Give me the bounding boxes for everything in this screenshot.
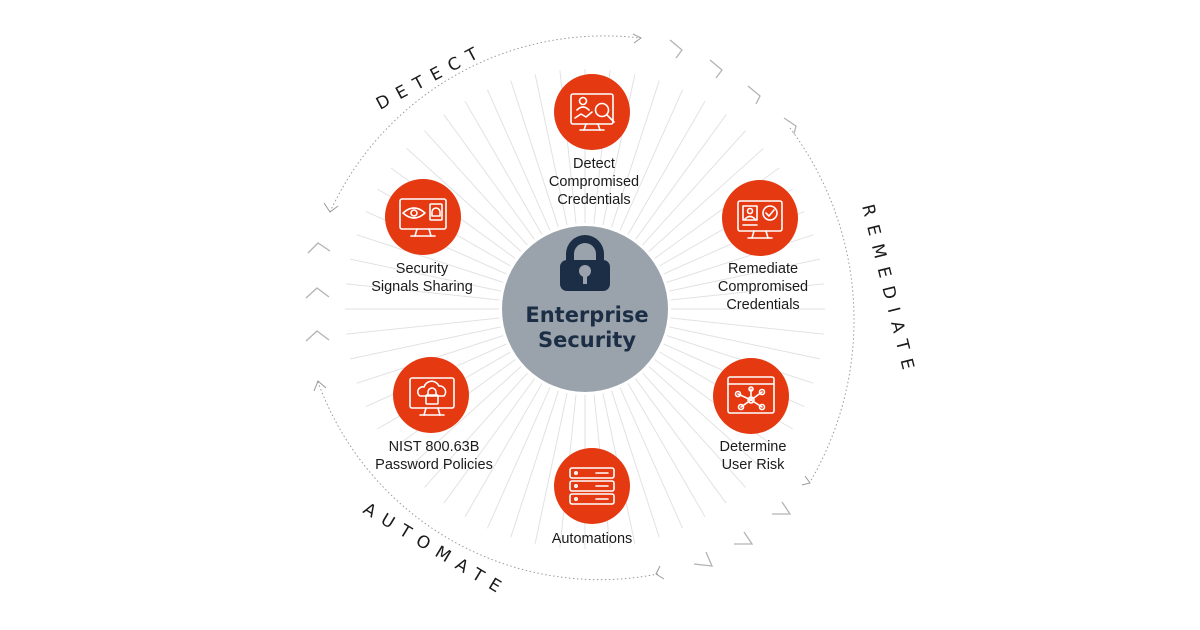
chevron-icon xyxy=(305,330,330,342)
svg-text:Compromised: Compromised xyxy=(718,279,808,295)
radiating-line xyxy=(443,114,535,240)
radiating-line xyxy=(627,383,706,518)
arrowhead-bottom xyxy=(655,565,665,580)
chevron-icon xyxy=(772,501,792,515)
chevron-icon xyxy=(709,59,723,79)
radiating-line xyxy=(486,387,551,529)
node-label: Automations xyxy=(552,531,633,547)
chevron-icon xyxy=(305,287,330,299)
center-title-line2: Security xyxy=(538,328,636,352)
chevron-icon xyxy=(669,39,683,59)
radiating-line xyxy=(648,366,764,470)
radiating-line xyxy=(670,317,824,335)
node-label: Remediate Compromised Credentials xyxy=(718,261,808,313)
cycle-arcs xyxy=(313,33,855,581)
node-label: Detect Compromised Credentials xyxy=(549,156,639,208)
radiating-line xyxy=(356,234,504,283)
svg-text:Credentials: Credentials xyxy=(726,297,799,313)
svg-text:NIST 800.63B: NIST 800.63B xyxy=(389,439,480,455)
radiating-line xyxy=(406,366,522,470)
node-detect-compromised-credentials: Detect Compromised Credentials xyxy=(549,74,639,208)
radiating-line xyxy=(350,258,502,292)
phase-label-automate: AUTOMATE xyxy=(359,499,512,602)
radiating-line xyxy=(642,130,746,246)
phase-label-detect: DETECT xyxy=(373,40,489,115)
monitor-user-search-icon xyxy=(570,93,615,131)
radiating-line xyxy=(619,89,684,231)
radiating-line xyxy=(666,234,814,283)
arc-right xyxy=(789,127,855,483)
radiating-line xyxy=(668,258,820,292)
node-label: Security Signals Sharing xyxy=(371,261,473,295)
arc-bottom xyxy=(317,381,659,581)
arrowhead-top xyxy=(632,33,642,44)
node-label: NIST 800.63B Password Policies xyxy=(375,439,493,473)
radiating-line xyxy=(611,80,660,228)
svg-text:Determine: Determine xyxy=(720,439,787,455)
chevron-icon xyxy=(693,551,714,567)
monitor-cloud-lock-icon xyxy=(409,377,455,416)
monitor-user-check-icon xyxy=(737,200,783,239)
center-hub: Enterprise Security xyxy=(502,226,668,392)
radiating-line xyxy=(534,392,568,544)
node-determine-user-risk: Determine User Risk xyxy=(713,358,789,473)
radiating-line xyxy=(443,378,535,504)
radiating-line xyxy=(510,80,559,228)
radiating-line xyxy=(350,326,502,360)
chevron-icon xyxy=(783,117,797,135)
chevron-icon xyxy=(734,531,754,545)
network-risk-icon xyxy=(727,376,775,414)
radiating-line xyxy=(627,100,706,235)
node-automations: Automations xyxy=(552,448,633,547)
svg-text:Password Policies: Password Policies xyxy=(375,457,493,473)
svg-text:Detect: Detect xyxy=(573,156,615,172)
arrowhead-right xyxy=(801,475,811,486)
radiating-line xyxy=(424,130,528,246)
radiating-line xyxy=(642,372,746,488)
node-label: Determine User Risk xyxy=(720,439,787,473)
chevron-icon xyxy=(747,85,761,105)
server-stack-icon xyxy=(569,467,615,505)
node-security-signals-sharing: Security Signals Sharing xyxy=(371,179,473,295)
radiating-line xyxy=(346,283,500,301)
arrowhead-left xyxy=(313,380,327,392)
radiating-line xyxy=(486,89,551,231)
node-nist-password-policies: NIST 800.63B Password Policies xyxy=(375,357,493,473)
svg-text:Security: Security xyxy=(396,261,449,277)
arrowhead-topleft xyxy=(323,202,339,213)
radiating-line xyxy=(648,148,764,252)
radiating-line xyxy=(602,74,636,226)
radiating-line xyxy=(635,114,727,240)
svg-text:Compromised: Compromised xyxy=(549,174,639,190)
svg-text:User Risk: User Risk xyxy=(722,457,786,473)
padlock-icon xyxy=(560,235,610,291)
radiating-line xyxy=(510,390,559,538)
center-circle xyxy=(502,226,668,392)
radiating-line xyxy=(534,74,568,226)
radiating-line xyxy=(666,335,814,384)
node-circle xyxy=(385,179,461,255)
radiating-line xyxy=(464,383,543,518)
center-title-line1: Enterprise xyxy=(525,303,648,327)
radiating-line xyxy=(346,317,500,335)
node-remediate-compromised-credentials: Remediate Compromised Credentials xyxy=(718,180,808,313)
node-circle xyxy=(554,448,630,524)
chevron-decorations xyxy=(305,39,797,567)
radiating-line xyxy=(424,372,528,488)
radiating-line xyxy=(635,378,727,504)
radiating-line xyxy=(464,100,543,235)
phase-label-remediate: REMEDIATE xyxy=(857,202,920,380)
radiating-line xyxy=(406,148,522,252)
radiating-line xyxy=(668,326,820,360)
monitor-eye-alert-icon xyxy=(399,198,447,237)
svg-text:Remediate: Remediate xyxy=(728,261,798,277)
svg-text:Signals Sharing: Signals Sharing xyxy=(371,279,473,295)
node-circle xyxy=(722,180,798,256)
radiating-line xyxy=(619,387,684,529)
radiating-line xyxy=(670,283,824,301)
svg-text:Credentials: Credentials xyxy=(557,192,630,208)
radiating-line xyxy=(611,390,660,538)
chevron-icon xyxy=(307,242,331,254)
